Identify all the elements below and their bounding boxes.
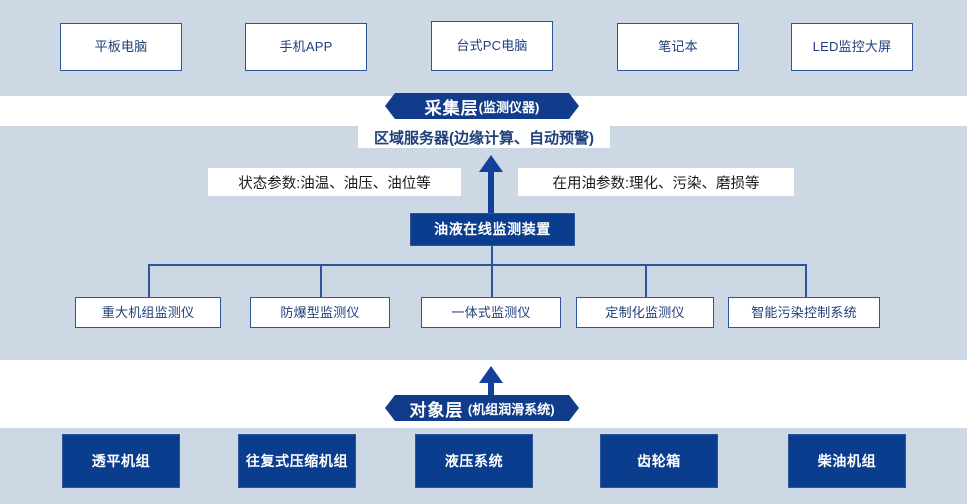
monitor-box-explosion-proof[interactable]: 防爆型监测仪 [250, 297, 390, 328]
parameter-strip-status: 状态参数:油温、油压、油位等 [208, 168, 461, 196]
presentation-box-led-wall[interactable]: LED监控大屏 [791, 23, 913, 71]
upward-arrow-head-to-server [479, 155, 503, 172]
monitor-box-contamination-control[interactable]: 智能污染控制系统 [728, 297, 880, 328]
collection-layer-banner[interactable]: 采集层(监测仪器) [385, 93, 579, 119]
upward-arrow-shaft-to-collection [488, 382, 494, 404]
object-box-hydraulic-system[interactable]: 液压系统 [415, 434, 533, 488]
monitor-box-integrated[interactable]: 一体式监测仪 [421, 297, 561, 328]
parameter-strip-oil: 在用油参数:理化、污染、磨损等 [518, 168, 794, 196]
online-monitoring-device-box[interactable]: 油液在线监测装置 [410, 213, 575, 246]
connector-drop-integrated [491, 264, 493, 297]
edge-server-label: 区域服务器(边缘计算、自动预警) [358, 126, 610, 148]
object-box-gearbox[interactable]: 齿轮箱 [600, 434, 718, 488]
presentation-box-laptop[interactable]: 笔记本 [617, 23, 739, 71]
presentation-box-tablet[interactable]: 平板电脑 [60, 23, 182, 71]
object-layer-subtitle: (机组润滑系统) [467, 401, 555, 417]
monitor-box-customized[interactable]: 定制化监测仪 [576, 297, 714, 328]
object-box-diesel-unit[interactable]: 柴油机组 [788, 434, 906, 488]
presentation-box-desktop-pc[interactable]: 台式PC电脑 [431, 21, 553, 71]
presentation-box-mobile-app[interactable]: 手机APP [245, 23, 367, 71]
collection-layer-subtitle: (监测仪器) [478, 99, 540, 115]
upward-arrow-head-to-collection [479, 366, 503, 383]
connector-drop-major-unit [148, 264, 150, 297]
connector-device-stem [491, 246, 493, 265]
collection-layer-title: 采集层 [424, 98, 479, 118]
object-box-reciprocating-compressor[interactable]: 往复式压缩机组 [238, 434, 356, 488]
connector-horizontal-bus [148, 264, 805, 266]
object-layer-banner[interactable]: 对象层 (机组润滑系统) [385, 395, 579, 421]
object-layer-title: 对象层 [409, 400, 464, 420]
monitor-box-major-unit[interactable]: 重大机组监测仪 [75, 297, 221, 328]
upward-arrow-shaft-to-server [488, 172, 494, 217]
connector-drop-explosion-proof [320, 264, 322, 297]
connector-drop-contamination-control [805, 264, 807, 297]
connector-drop-customized [645, 264, 647, 297]
object-box-turbine-unit[interactable]: 透平机组 [62, 434, 180, 488]
